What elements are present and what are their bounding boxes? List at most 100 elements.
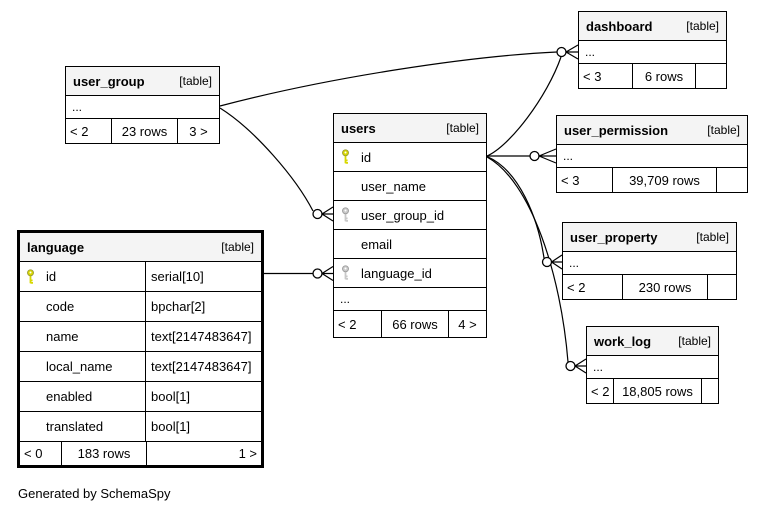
column-type: bool[1]: [151, 389, 191, 404]
column-row-enabled[interactable]: enabled bool[1]: [20, 382, 261, 412]
columns-ellipsis: ...: [587, 356, 718, 379]
table-name: user_property: [570, 229, 658, 245]
crow-foot-endpoint-work_log: [565, 358, 587, 374]
table-footer: < 2 230 rows: [563, 275, 736, 299]
table-name: user_permission: [564, 122, 669, 138]
footer-left-cell: < 2: [563, 275, 623, 299]
column-row-id[interactable]: id: [334, 143, 486, 172]
crow-foot-endpoint-dashboard: [556, 44, 579, 60]
footer-left-cell: < 2: [334, 311, 382, 337]
column-type: bpchar[2]: [151, 299, 206, 314]
footer-left-cell: < 0: [20, 442, 62, 465]
footer-right-cell: [702, 379, 718, 403]
table-node-language[interactable]: language [table] id serial[10] code bpch…: [17, 230, 264, 468]
column-type: bool[1]: [151, 419, 191, 434]
table-type-tag: [table]: [678, 334, 711, 348]
columns-ellipsis: ...: [66, 96, 219, 119]
column-name: id: [361, 149, 372, 165]
table-type-tag: [table]: [707, 123, 740, 137]
table-header-user_permission: user_permission [table]: [557, 116, 747, 145]
column-row-user_group_id[interactable]: user_group_id: [334, 201, 486, 230]
column-name: local_name: [46, 359, 113, 374]
table-footer: < 2 18,805 rows: [587, 379, 718, 403]
relationship-line-users-user_property: [486, 155, 545, 259]
columns-ellipsis: ...: [557, 145, 747, 168]
foreign-key-icon: [342, 207, 349, 222]
column-row-translated[interactable]: translated bool[1]: [20, 412, 261, 442]
table-type-tag: [table]: [446, 121, 479, 135]
footer-rows-cell: 23 rows: [112, 119, 178, 143]
column-type: serial[10]: [151, 269, 204, 284]
column-name: email: [361, 236, 393, 252]
table-header-dashboard: dashboard [table]: [579, 12, 726, 41]
columns-ellipsis: ...: [563, 252, 736, 275]
generator-note: Generated by SchemaSpy: [18, 486, 171, 501]
table-type-tag: [table]: [686, 19, 719, 33]
column-row-code[interactable]: code bpchar[2]: [20, 292, 261, 322]
column-type: text[2147483647]: [151, 329, 252, 344]
table-header-user_group: user_group [table]: [66, 67, 219, 96]
column-name: translated: [46, 419, 104, 434]
footer-rows-cell: 18,805 rows: [614, 379, 702, 403]
column-row-id[interactable]: id serial[10]: [20, 262, 261, 292]
footer-rows-cell: 6 rows: [633, 64, 696, 88]
table-footer: < 0 183 rows 1 >: [20, 442, 261, 465]
primary-key-icon: [27, 268, 34, 284]
table-header-user_property: user_property [table]: [563, 223, 736, 252]
footer-rows-cell: 66 rows: [382, 311, 449, 337]
crow-foot-endpoint-user_permission: [529, 148, 557, 164]
table-footer: < 3 39,709 rows: [557, 168, 747, 192]
footer-right-cell: 4 >: [458, 316, 477, 332]
column-name: language_id: [361, 265, 432, 281]
table-footer: < 2 66 rows 4 >: [334, 311, 486, 337]
column-row-local_name[interactable]: local_name text[2147483647]: [20, 352, 261, 382]
table-node-user_group[interactable]: user_group [table] ... < 2 23 rows 3 >: [65, 66, 220, 144]
columns-ellipsis: ...: [579, 41, 726, 64]
table-header-language: language [table]: [20, 233, 261, 262]
footer-right-cell: 3 >: [189, 123, 208, 139]
column-name: user_group_id: [361, 207, 445, 223]
table-node-user_permission[interactable]: user_permission [table] ... < 3 39,709 r…: [556, 115, 748, 193]
column-name: user_name: [361, 178, 427, 194]
columns-ellipsis: ...: [334, 288, 486, 311]
table-node-user_property[interactable]: user_property [table] ... < 2 230 rows: [562, 222, 737, 300]
table-name: users: [341, 120, 376, 136]
table-node-users[interactable]: users [table] id user_name user_group_id…: [333, 113, 487, 338]
column-row-name[interactable]: name text[2147483647]: [20, 322, 261, 352]
table-type-tag: [table]: [179, 74, 212, 88]
footer-right-cell: [696, 64, 726, 88]
column-name: name: [46, 329, 79, 344]
table-name: work_log: [594, 333, 652, 349]
table-header-work_log: work_log [table]: [587, 327, 718, 356]
table-type-tag: [table]: [696, 230, 729, 244]
column-row-language_id[interactable]: language_id: [334, 259, 486, 288]
table-name: user_group: [73, 73, 145, 89]
footer-left-cell: < 2: [66, 119, 112, 143]
table-node-dashboard[interactable]: dashboard [table] ... < 3 6 rows: [578, 11, 727, 89]
column-row-user_name[interactable]: user_name: [334, 172, 486, 201]
column-type: text[2147483647]: [151, 359, 252, 374]
table-footer: < 2 23 rows 3 >: [66, 119, 219, 143]
column-row-email[interactable]: email: [334, 230, 486, 259]
column-name: id: [46, 269, 57, 284]
table-header-users: users [table]: [334, 114, 486, 143]
column-name: code: [46, 299, 75, 314]
crow-foot-endpoint-user_property: [541, 254, 563, 270]
relationship-line-users-dashboard: [486, 56, 562, 157]
footer-left-cell: < 3: [579, 64, 633, 88]
relationship-line-user_group-users: [219, 107, 314, 212]
footer-right-cell: [708, 275, 736, 299]
table-name: dashboard: [586, 18, 653, 34]
relationship-line-user_group-dashboard: [219, 51, 558, 107]
footer-rows-cell: 39,709 rows: [613, 168, 717, 192]
table-name: language: [27, 239, 85, 255]
footer-rows-cell: 183 rows: [62, 442, 147, 465]
footer-rows-cell: 230 rows: [623, 275, 708, 299]
footer-left-cell: < 2: [587, 379, 614, 403]
primary-key-icon: [342, 149, 349, 164]
table-node-work_log[interactable]: work_log [table] ... < 2 18,805 rows: [586, 326, 719, 404]
footer-left-cell: < 3: [557, 168, 613, 192]
footer-right-cell: 1 >: [238, 446, 257, 461]
crow-foot-endpoint-users-language_id: [312, 265, 334, 282]
table-footer: < 3 6 rows: [579, 64, 726, 88]
